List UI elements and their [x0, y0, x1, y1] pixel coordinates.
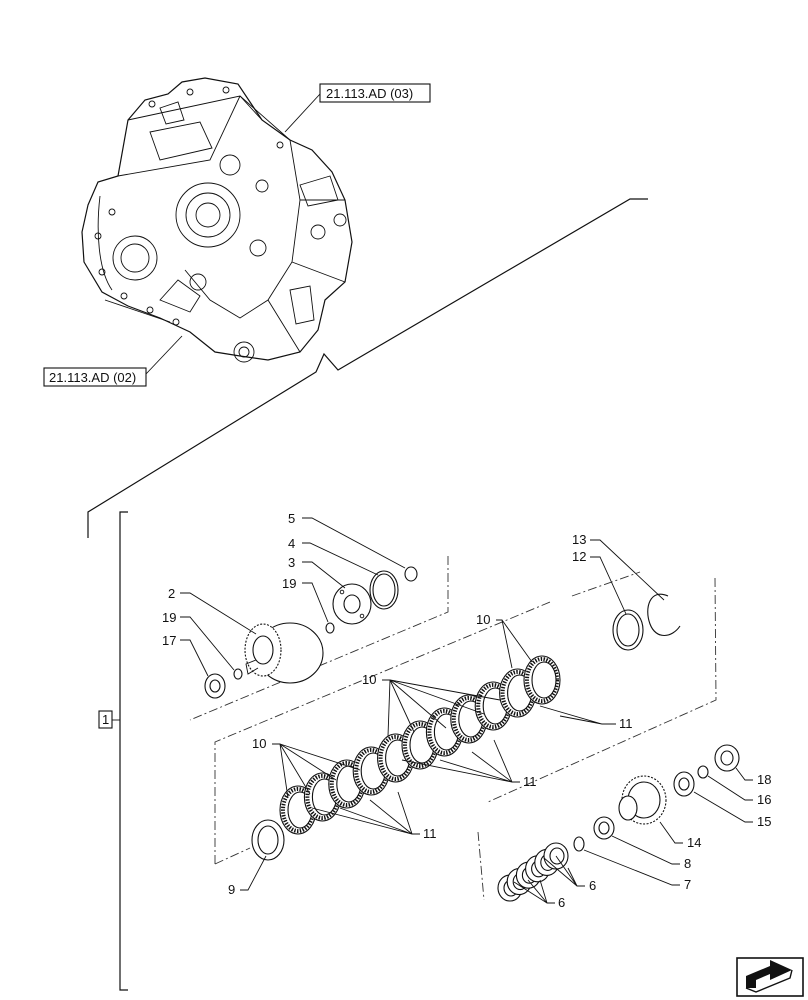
- callout-16: 16: [757, 792, 771, 807]
- callout-15: 15: [757, 814, 771, 829]
- part-9-thrust-washer: [251, 819, 285, 861]
- subassembly-outline-lower: [477, 831, 485, 901]
- callout-5: 5: [288, 511, 295, 526]
- callout-4: 4: [288, 536, 295, 551]
- callout-6: 6: [558, 895, 565, 910]
- callout-19: 19: [162, 610, 176, 625]
- callout-12: 12: [572, 549, 586, 564]
- part-19-ring-lower: [233, 668, 243, 680]
- reference-bottom[interactable]: 21.113.AD (02): [43, 335, 183, 387]
- callout-17: 17: [162, 633, 176, 648]
- clutch-plate: [523, 655, 561, 705]
- callout-11: 11: [423, 826, 437, 841]
- group-label: 1: [102, 712, 109, 727]
- callout-8: 8: [684, 856, 691, 871]
- callout-18: 18: [757, 772, 771, 787]
- section-break-line: [87, 198, 648, 538]
- part-13-circlip: [647, 593, 681, 637]
- callout-labels: 5 4 3 19 2 19 17 13 12 10 10 10 11 11 11…: [162, 511, 771, 910]
- part-7-ring: [573, 836, 585, 852]
- svg-text:21.113.AD (02): 21.113.AD (02): [49, 370, 136, 385]
- part-14-gear: [618, 775, 667, 825]
- part-4-oring: [369, 570, 399, 610]
- reference-top[interactable]: 21.113.AD (03): [284, 83, 431, 133]
- part-16-ring: [697, 765, 709, 779]
- callout-10: 10: [476, 612, 490, 627]
- group-bracket: 1: [98, 511, 128, 991]
- callout-10: 10: [362, 672, 376, 687]
- part-8-bearing: [593, 816, 615, 840]
- part-12-snap-ring: [612, 609, 644, 651]
- callout-2: 2: [168, 586, 175, 601]
- part-19-ring-upper: [325, 622, 335, 634]
- part-18-bearing: [714, 744, 740, 772]
- part-3-hub: [332, 583, 372, 625]
- part-6-spring-discs: [497, 842, 569, 902]
- callout-leaders: [180, 517, 753, 904]
- callout-10: 10: [252, 736, 266, 751]
- callout-19: 19: [282, 576, 296, 591]
- transmission-housing: [81, 77, 353, 363]
- svg-text:21.113.AD (03): 21.113.AD (03): [326, 86, 413, 101]
- callout-9: 9: [228, 882, 235, 897]
- part-17-bearing: [204, 673, 226, 699]
- clutch-plate-pack: [279, 655, 561, 835]
- subassembly-outline-middle: [214, 571, 717, 865]
- callout-11: 11: [523, 774, 537, 789]
- callout-11: 11: [619, 716, 633, 731]
- callout-13: 13: [572, 532, 586, 547]
- part-15-bearing: [673, 771, 695, 797]
- callout-6: 6: [589, 878, 596, 893]
- part-5-ring: [404, 566, 418, 582]
- part-2-gear: [244, 622, 324, 684]
- callout-14: 14: [687, 835, 701, 850]
- callout-3: 3: [288, 555, 295, 570]
- subassembly-outline-upper: [189, 556, 449, 721]
- next-page-arrow-icon[interactable]: [736, 957, 804, 997]
- callout-7: 7: [684, 877, 691, 892]
